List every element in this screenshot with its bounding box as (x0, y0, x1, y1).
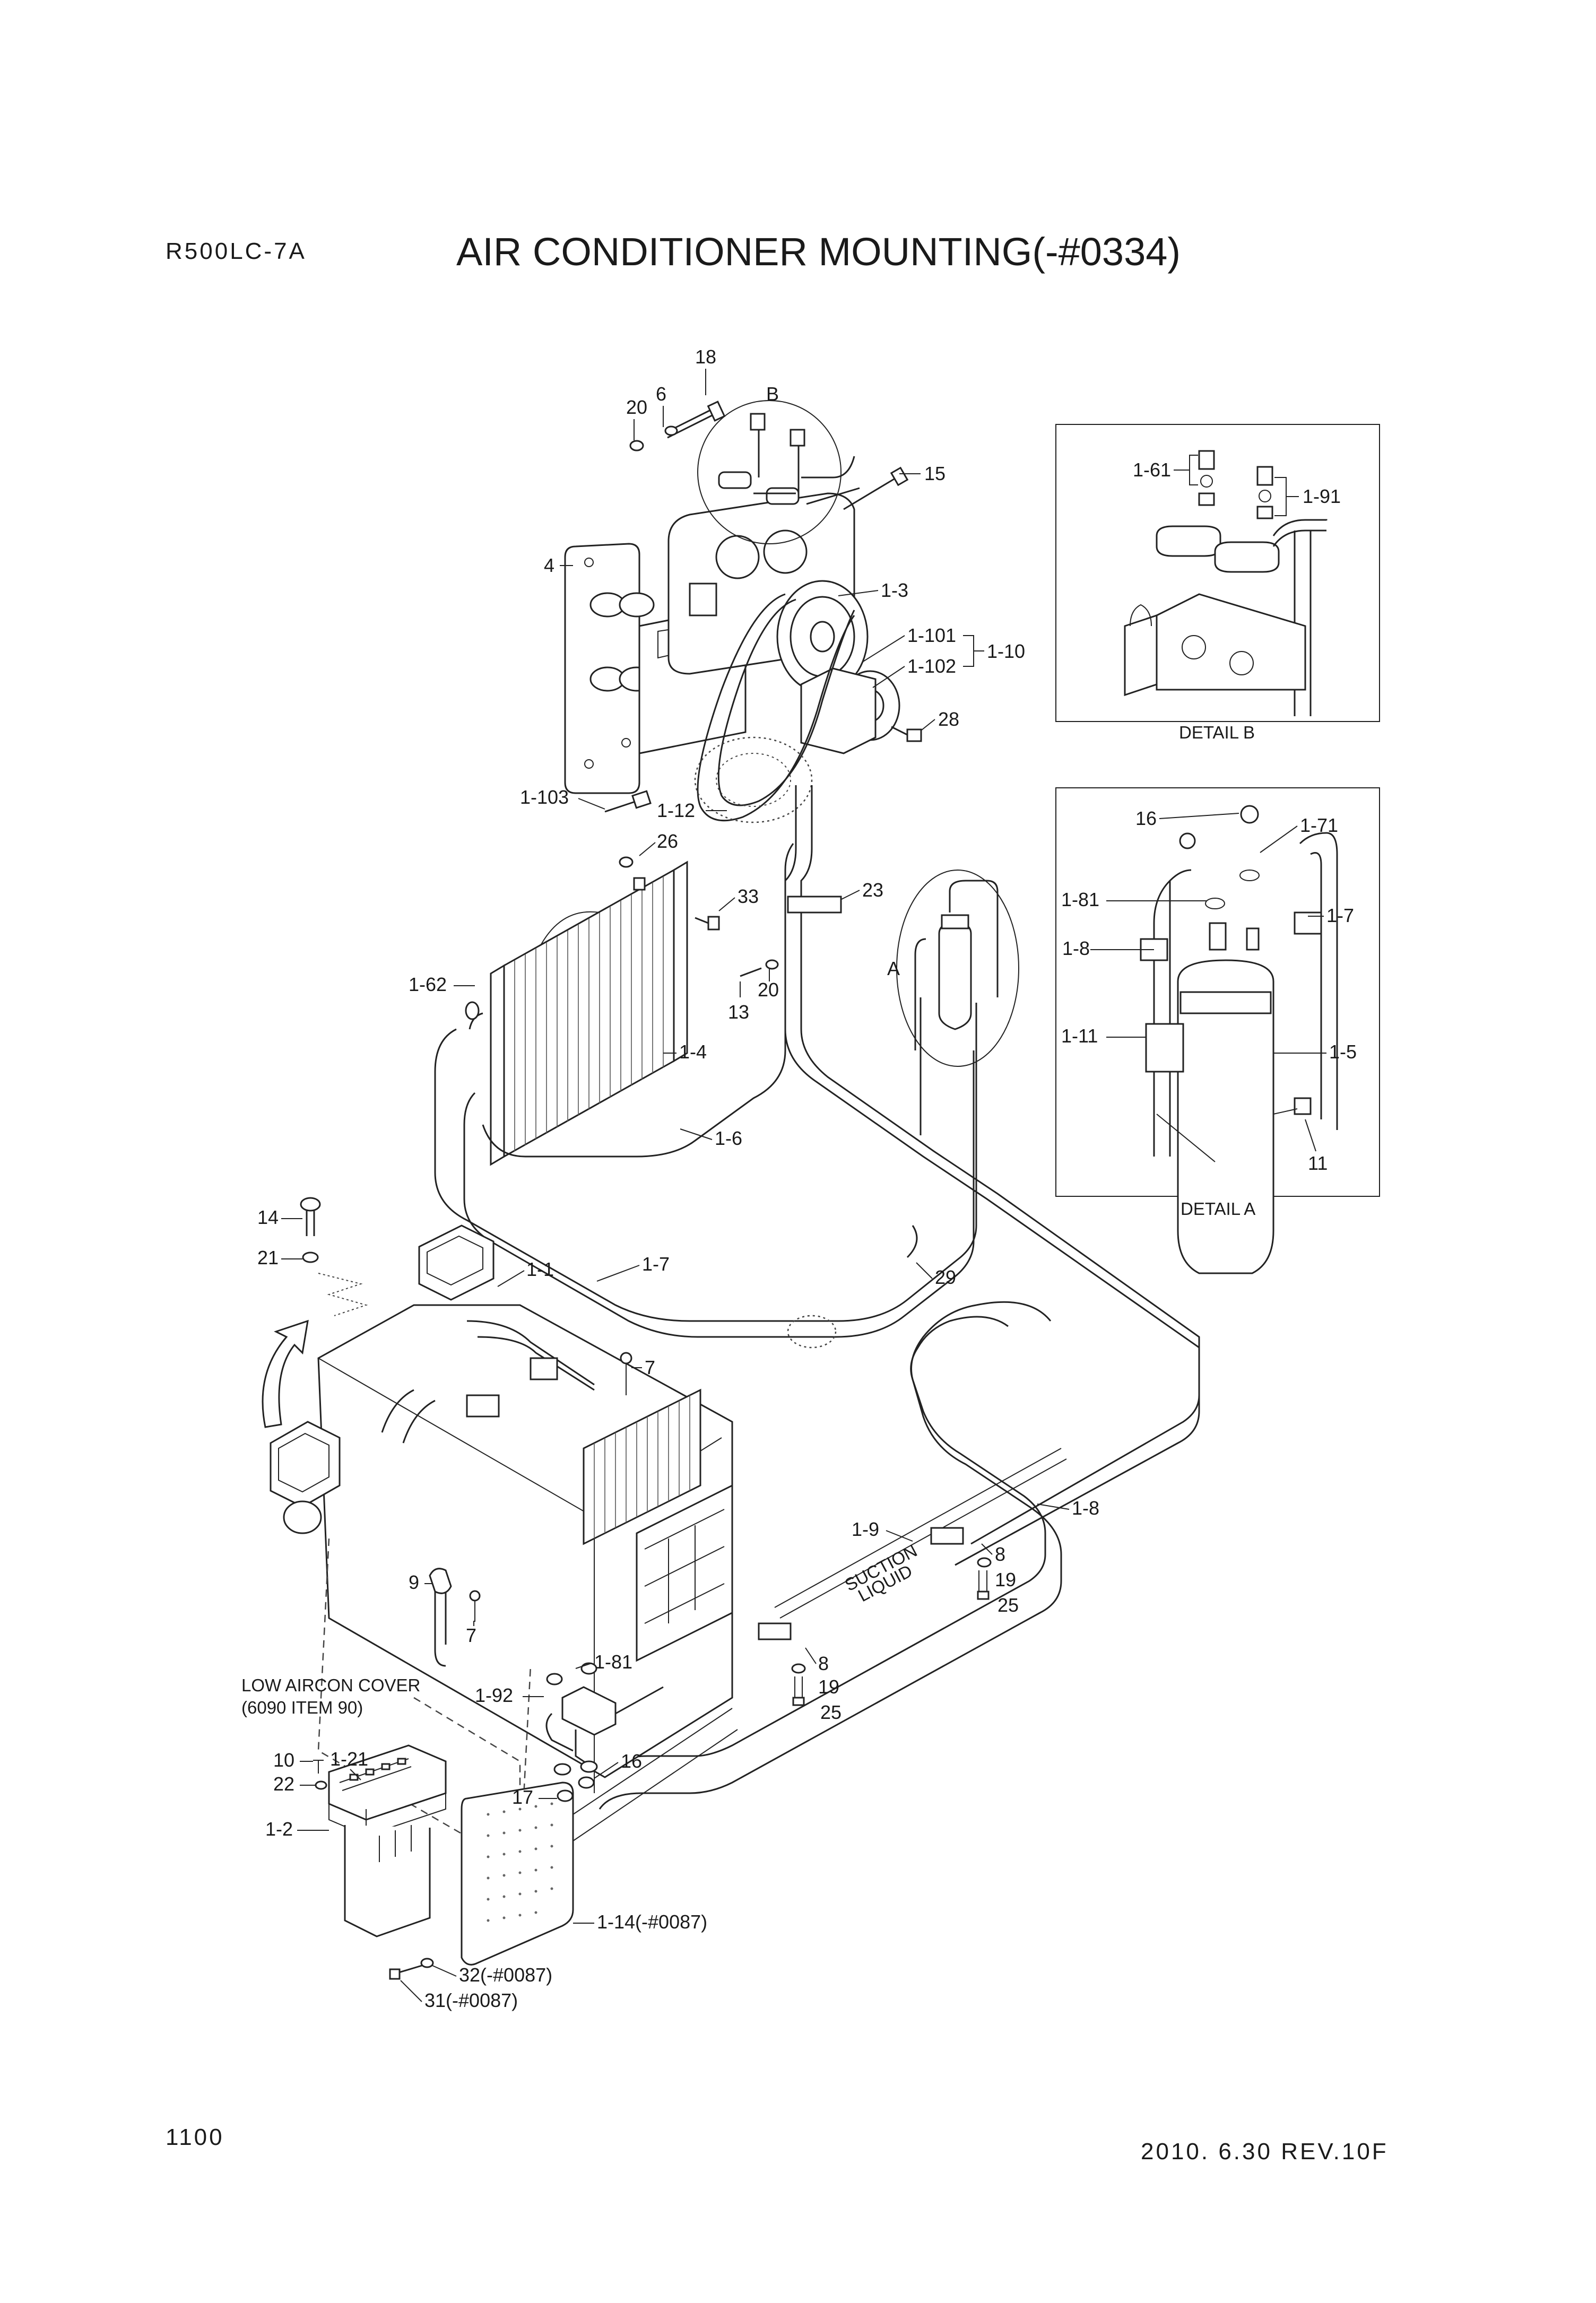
label-1-9: 1-9 (852, 1518, 879, 1540)
airflow-arrow (262, 1319, 309, 1428)
receiver-drier-illustration (1140, 805, 1338, 1274)
control-panel-box (344, 1825, 431, 1937)
label-29: 29 (935, 1266, 956, 1288)
label-22: 22 (273, 1773, 294, 1795)
label-14: 14 (257, 1206, 279, 1228)
label-a-1-7: 1-7 (1326, 905, 1354, 926)
label-19-right: 19 (995, 1569, 1016, 1591)
label-8-lower: 8 (818, 1653, 829, 1674)
label-a-1-81: 1-81 (1061, 889, 1099, 910)
view-marker-b: B (766, 383, 779, 405)
clamp-hardware-right (977, 1557, 992, 1600)
label-1-81-main: 1-81 (594, 1651, 632, 1673)
label-1-7-main: 1-7 (642, 1253, 670, 1275)
detail-b-panel: 1-61 1-91 DETAIL B (1055, 424, 1380, 742)
label-26: 26 (657, 830, 678, 852)
label-1-2: 1-2 (265, 1818, 293, 1840)
label-6: 6 (656, 383, 666, 405)
label-1-62: 1-62 (409, 974, 447, 995)
clamp-hardware-lower (791, 1663, 806, 1706)
label-9: 9 (409, 1571, 419, 1593)
page-title: AIR CONDITIONER MOUNTING(-#0334) (456, 230, 1181, 274)
label-1-92: 1-92 (475, 1684, 513, 1706)
label-28: 28 (938, 708, 959, 730)
detail-b-callout-circle (697, 400, 842, 544)
compressor-assembly (564, 400, 922, 823)
label-17: 17 (512, 1786, 533, 1808)
label-13: 13 (728, 1001, 749, 1023)
clamp-23 (787, 896, 842, 914)
label-4: 4 (544, 554, 554, 576)
hose-1-8 (784, 785, 1200, 1566)
model-number: R500LC-7A (166, 238, 307, 264)
cover-1-14 (461, 1781, 574, 1966)
label-25-right: 25 (998, 1594, 1019, 1616)
label-1-4: 1-4 (679, 1041, 707, 1063)
label-1-71: 1-71 (1300, 814, 1338, 836)
engine-pulley-phantom (694, 736, 813, 823)
label-21: 21 (257, 1247, 279, 1268)
label-1-14: 1-14(-#0087) (597, 1911, 707, 1933)
label-7-lower: 7 (466, 1624, 476, 1646)
note-low-aircon-cover: LOW AIRCON COVER (241, 1675, 420, 1695)
label-8-right: 8 (995, 1543, 1005, 1565)
control-panel (313, 1744, 447, 1937)
low-aircon-cover-phantom (317, 1538, 532, 1869)
label-1-61: 1-61 (1133, 459, 1171, 481)
drive-belt (697, 593, 855, 822)
label-7-top: 7 (645, 1357, 655, 1378)
label-1-3: 1-3 (881, 579, 908, 601)
label-1-1: 1-1 (526, 1258, 554, 1280)
label-1-8-main: 1-8 (1072, 1497, 1099, 1519)
label-1-91: 1-91 (1303, 485, 1341, 507)
label-23: 23 (862, 879, 883, 901)
hvac-unit (262, 1197, 733, 1793)
hose-1-9 (598, 1301, 1062, 1810)
hvac-front-grille (636, 1484, 733, 1662)
label-1-21: 1-21 (330, 1748, 368, 1770)
label-10: 10 (273, 1749, 294, 1771)
label-a-16: 16 (1135, 807, 1157, 829)
label-a-1-11: 1-11 (1061, 1025, 1098, 1047)
label-20-mid: 20 (758, 979, 779, 1001)
detail-a-panel: 16 1-71 1-81 1-7 1-8 1-11 1-5 11 DETAIL … (1055, 787, 1380, 1274)
label-1-12: 1-12 (657, 799, 695, 821)
page-number: 1100 (166, 2124, 224, 2150)
label-32: 32(-#0087) (459, 1964, 552, 1986)
label-20-top: 20 (626, 396, 647, 418)
aircon-cover-panel (389, 1708, 738, 1980)
label-1-10: 1-10 (987, 640, 1025, 662)
label-25-lower: 25 (820, 1701, 842, 1723)
label-1-6: 1-6 (715, 1127, 742, 1149)
hvac-filter (583, 1388, 701, 1545)
label-1-101: 1-101 (907, 624, 956, 646)
label-a-1-8: 1-8 (1062, 937, 1090, 959)
revision-date: 2010. 6.30 REV.10F (1141, 2139, 1389, 2165)
detail-a-caption: DETAIL A (1181, 1199, 1255, 1219)
label-18: 18 (695, 346, 716, 368)
label-1-102: 1-102 (907, 655, 956, 677)
note-low-aircon-cover-item: (6090 ITEM 90) (241, 1698, 363, 1717)
detail-b-caption: DETAIL B (1179, 723, 1255, 742)
label-31: 31(-#0087) (424, 1989, 518, 2011)
hose-1-6 (482, 843, 794, 1158)
detail-b-frame (1055, 424, 1380, 722)
label-a-1-5: 1-5 (1329, 1041, 1357, 1063)
detail-b-fittings (1124, 450, 1328, 716)
hose-1-7 (434, 997, 977, 1322)
label-19-lower: 19 (818, 1676, 839, 1698)
label-1-103: 1-103 (520, 786, 569, 808)
condenser-assembly (465, 856, 779, 1166)
label-16: 16 (621, 1750, 642, 1772)
condenser-fins (514, 876, 664, 1151)
detail-a-callout-circle (896, 870, 1019, 1067)
receiver-drier-main (896, 870, 1019, 1067)
label-33: 33 (738, 885, 759, 907)
label-a-11: 11 (1308, 1152, 1328, 1174)
label-15: 15 (924, 463, 946, 484)
view-marker-a: A (887, 958, 900, 979)
refrigerant-hoses (434, 785, 1200, 1810)
